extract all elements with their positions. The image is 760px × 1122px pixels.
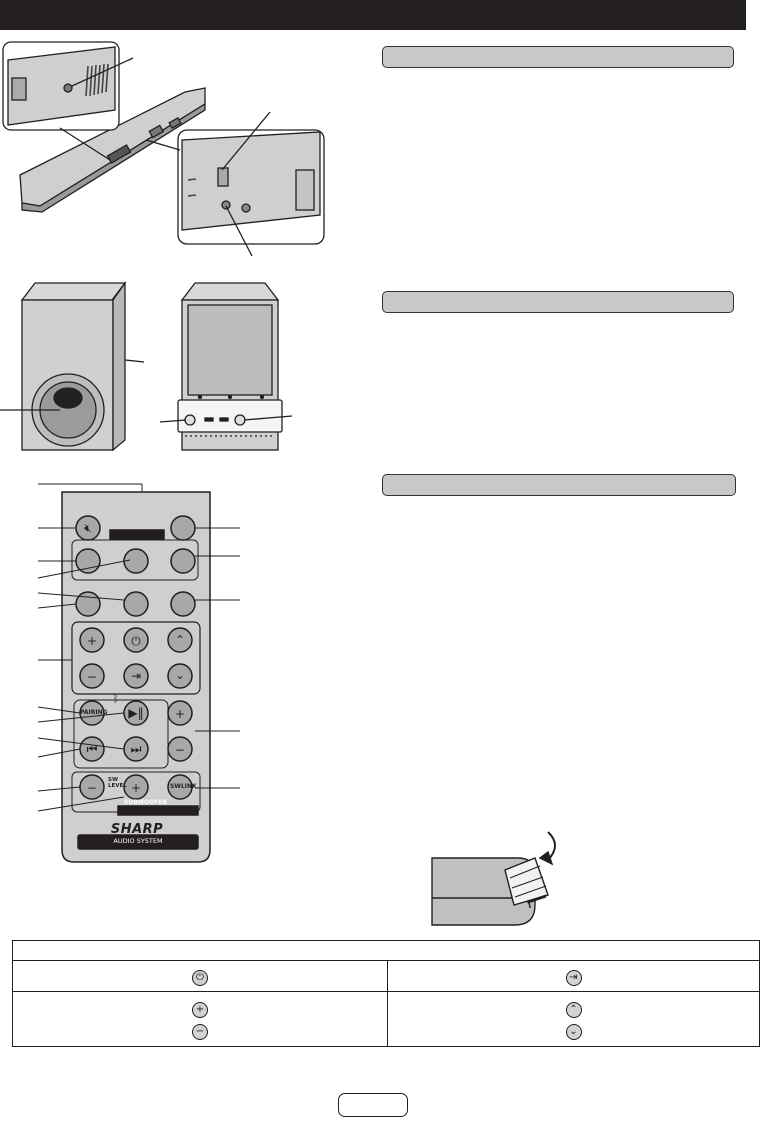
table-cell: ⇥	[387, 960, 760, 992]
plus-icon: +	[131, 781, 141, 795]
tape-illustration	[431, 831, 556, 926]
table-header	[12, 940, 760, 961]
table-cell: + −	[12, 991, 388, 1047]
down-icon: ⌄	[175, 668, 185, 682]
minus-icon: −	[87, 670, 97, 684]
section-heading-2	[382, 291, 734, 313]
section-heading-3	[382, 474, 736, 496]
soundbar-illustration	[2, 41, 325, 257]
power-icon: ⏻	[131, 634, 141, 648]
button-table: ⏻ ⇥ + − ⌃ ⌄	[12, 940, 760, 1047]
plus-icon: +	[192, 1001, 208, 1018]
table-cell: ⏻	[12, 960, 388, 992]
up-icon: ⌃	[175, 633, 185, 647]
plus-icon: +	[87, 634, 97, 648]
table-cell: ⌃ ⌄	[387, 991, 760, 1047]
remote-control-illustration	[37, 483, 240, 863]
plus-icon: +	[175, 707, 185, 721]
page-number	[338, 1093, 408, 1117]
remote-glyphs: 🔇︎ ⏻ + − ⌃ ⌄ ⇥ ▶‖ ⏮ ⏭ + − − + ᛒ	[84, 521, 185, 795]
up-icon: ⌃	[565, 1001, 582, 1018]
minus-icon: −	[175, 743, 185, 757]
remote-brand-logo: SHARP	[110, 822, 164, 837]
section-heading-1	[382, 46, 734, 68]
remote-subtitle: AUDIO SYSTEM	[113, 837, 163, 845]
header-bar	[0, 0, 746, 30]
remote-pairing-label: PAIRING	[80, 709, 108, 716]
subwoofer-front-illustration	[0, 280, 145, 452]
subwoofer-back-illustration	[159, 282, 293, 451]
remote-sw-level-label: SW LEVEL	[108, 777, 127, 789]
play-pause-icon: ▶‖	[128, 706, 143, 720]
table-row: + − ⌃ ⌄	[12, 991, 760, 1047]
input-icon: ⇥	[565, 969, 582, 986]
bluetooth-icon: ᛒ	[113, 694, 119, 705]
remote-subwoofer-label: SUBWOOFER	[124, 799, 168, 806]
remote-swlink-label: SWLINK	[170, 783, 197, 790]
down-icon: ⌄	[565, 1023, 582, 1040]
power-icon: ⏻	[192, 969, 208, 986]
next-icon: ⏭	[131, 742, 142, 756]
prev-icon: ⏮	[87, 742, 98, 756]
minus-icon: −	[87, 781, 97, 795]
minus-icon: −	[192, 1023, 208, 1040]
table-row: ⏻ ⇥	[12, 960, 760, 992]
mute-icon: 🔇︎	[84, 521, 92, 535]
input-icon: ⇥	[131, 669, 141, 683]
